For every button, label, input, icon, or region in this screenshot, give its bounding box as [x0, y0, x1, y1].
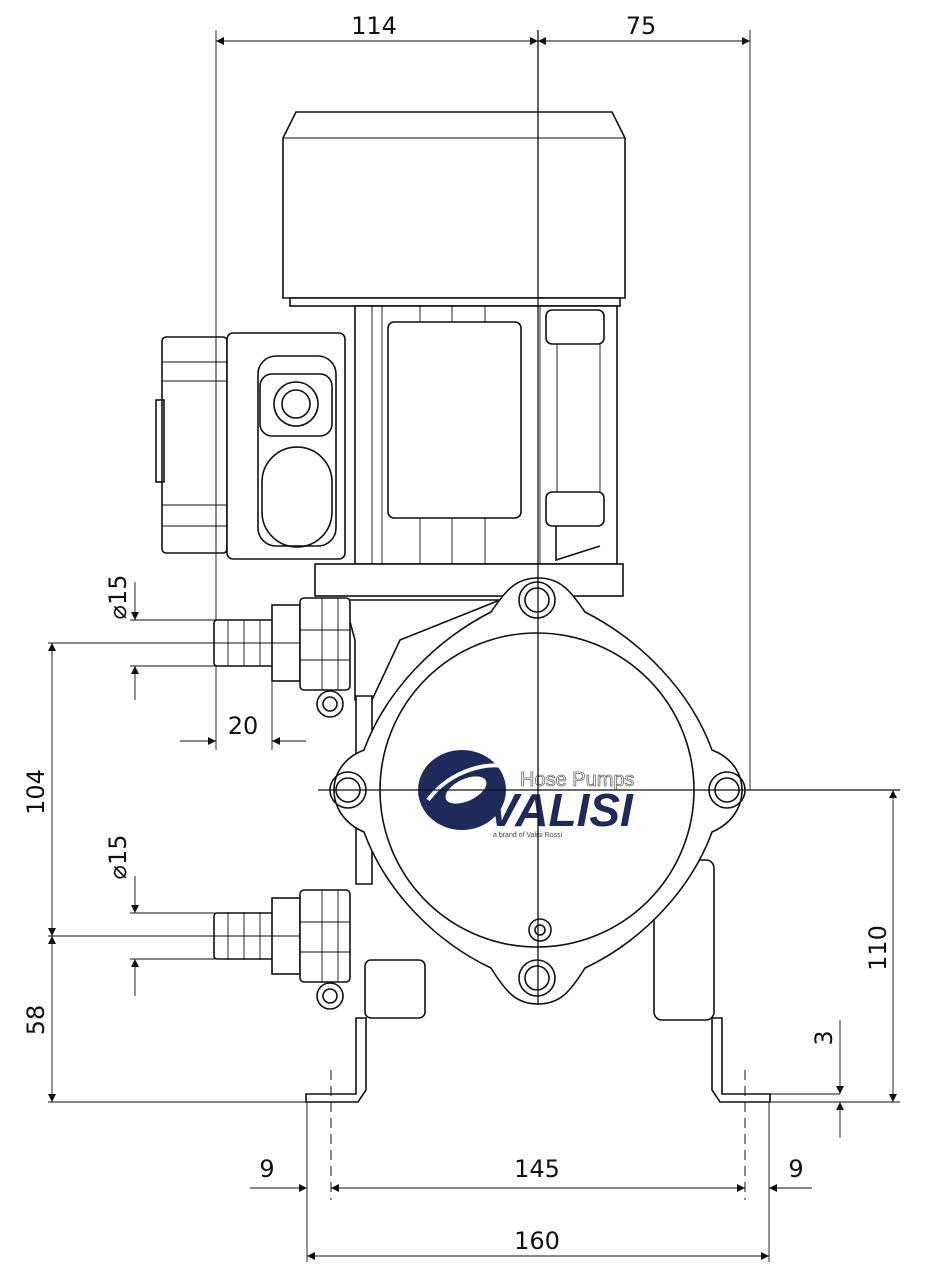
dim-20: 20: [228, 712, 259, 740]
dim-58: 58: [22, 1005, 50, 1036]
dim-114: 114: [351, 12, 397, 40]
dim-dia15-bottom: ⌀15: [104, 835, 132, 880]
dim-104: 104: [22, 769, 50, 815]
logo-subline: a brand of Valisi Rossi: [493, 832, 563, 839]
mounting-feet: [305, 1017, 771, 1103]
dim-75: 75: [626, 12, 657, 40]
dim-3: 3: [810, 1030, 838, 1045]
adapter-flange: [314, 563, 624, 701]
dim-145: 145: [514, 1155, 560, 1183]
dim-9-right: 9: [788, 1155, 803, 1183]
outlet-port-top: [213, 597, 351, 718]
motor-fan-cover: [282, 111, 626, 299]
dim-160: 160: [514, 1227, 560, 1255]
dimension-labels: 114 75 ⌀15 20 104 ⌀15 58 110 3 9 145 9 1…: [22, 12, 892, 1255]
logo-brand: VALISI: [488, 784, 634, 836]
terminal-box: [155, 332, 346, 560]
extension-lines: [48, 30, 900, 1262]
dim-110: 110: [864, 925, 892, 971]
inlet-port-bottom: [213, 889, 351, 1010]
motor-body: [289, 297, 621, 565]
dim-9-left: 9: [259, 1155, 274, 1183]
dim-dia15-top: ⌀15: [104, 575, 132, 620]
dimension-lines: [48, 37, 897, 1260]
centerlines: [48, 30, 900, 1200]
logo-tagline: Hose Pumps: [520, 769, 635, 791]
